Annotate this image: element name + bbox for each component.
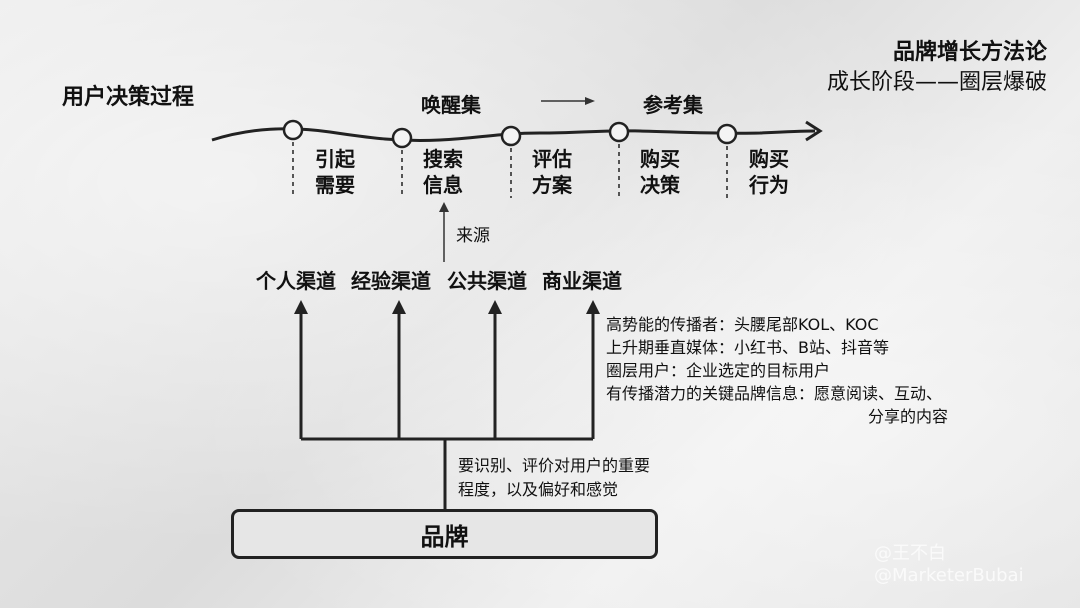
brand-box: 品牌: [231, 509, 658, 559]
step-purchase: 购买 行为: [739, 146, 799, 198]
step-line: 方案: [532, 173, 572, 197]
step-need: 引起 需要: [305, 146, 365, 198]
channel-notes: 高势能的传播者：头腰尾部KOL、KOC 上升期垂直媒体：小红书、B站、抖音等 圈…: [606, 313, 948, 428]
channel-experience: 经验渠道: [351, 269, 431, 293]
step-line: 行为: [749, 173, 789, 197]
channel-personal: 个人渠道: [256, 269, 336, 293]
note-line: 分享的内容: [868, 407, 949, 426]
step-line: 评估: [532, 147, 572, 171]
step-decision: 购买 决策: [630, 146, 690, 198]
step-line: 决策: [640, 173, 680, 197]
channel-public: 公共渠道: [447, 269, 527, 293]
step-line: 搜索: [423, 147, 463, 171]
brand-label: 品牌: [420, 522, 469, 551]
page-title: 品牌增长方法论: [892, 40, 1047, 65]
step-dot: [500, 125, 522, 147]
step-evaluate: 评估 方案: [522, 146, 582, 198]
step-line: 购买: [749, 147, 789, 171]
watermark-author: @王不白: [874, 543, 946, 564]
step-dot: [716, 123, 738, 145]
brand-note-line: 程度，以及偏好和感觉: [458, 480, 619, 499]
note-line: 有传播潜力的关键品牌信息：愿意阅读、互动、: [606, 384, 943, 403]
step-line: 需要: [315, 173, 355, 197]
step-line: 信息: [423, 173, 463, 197]
reference-set-label: 参考集: [643, 93, 703, 117]
note-line: 圈层用户：企业选定的目标用户: [606, 361, 831, 380]
brand-note-line: 要识别、评价对用户的重要: [458, 456, 651, 475]
watermark-handle: @MarketerBubai: [874, 565, 1024, 586]
brand-note: 要识别、评价对用户的重要 程度，以及偏好和感觉: [458, 454, 650, 502]
page-subtitle: 成长阶段——圈层爆破: [826, 70, 1047, 95]
awaken-set-label: 唤醒集: [421, 93, 481, 117]
step-dot: [391, 127, 413, 149]
step-dot: [608, 121, 630, 143]
timeline-arrowhead: [805, 120, 823, 142]
step-search: 搜索 信息: [413, 146, 473, 198]
channel-commercial: 商业渠道: [542, 269, 622, 293]
step-line: 购买: [640, 147, 680, 171]
process-label: 用户决策过程: [62, 85, 195, 110]
timeline-curve: [211, 127, 816, 143]
note-line: 上升期垂直媒体：小红书、B站、抖音等: [606, 338, 889, 357]
source-label: 来源: [456, 226, 490, 246]
step-line: 引起: [315, 147, 355, 171]
note-line: 高势能的传播者：头腰尾部KOL、KOC: [606, 315, 879, 334]
step-dot: [282, 119, 304, 141]
